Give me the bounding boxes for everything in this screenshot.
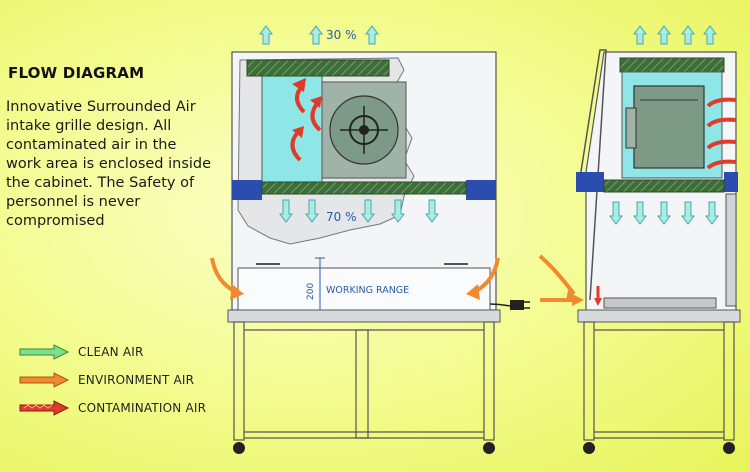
side-exhaust-arrows — [633, 25, 717, 45]
side-frame-back — [724, 172, 738, 192]
side-downflow-filter — [603, 179, 725, 193]
clean-air-arrow-icon — [19, 344, 70, 360]
legend-label-clean-air: CLEAN AIR — [78, 345, 144, 359]
side-frame-front — [576, 172, 604, 192]
front-blower — [321, 81, 407, 179]
side-view — [538, 25, 741, 454]
working-height-label: 200 — [306, 283, 316, 300]
side-caster-wheels — [583, 442, 735, 454]
side-front-grille — [603, 297, 717, 309]
contamination-air-arrow-icon — [19, 400, 70, 416]
exhaust-percent-label: 30 % — [326, 28, 357, 42]
side-work-surface — [577, 309, 741, 323]
environment-air-arrow-icon — [19, 372, 70, 388]
front-downflow-filter — [261, 181, 467, 195]
working-range-label: WORKING RANGE — [326, 285, 409, 296]
front-exhaust-arrows — [259, 25, 379, 45]
side-blower — [625, 85, 705, 169]
legend-label-environment-air: ENVIRONMENT AIR — [78, 373, 195, 387]
diagram-title: FLOW DIAGRAM — [8, 64, 145, 82]
legend-item-contamination-air: CONTAMINATION AIR — [18, 394, 206, 422]
front-view: 30 % — [210, 25, 530, 454]
front-stand — [233, 321, 495, 441]
front-frame-right — [466, 180, 496, 200]
front-work-surface — [227, 309, 501, 323]
side-contamination-arrows — [706, 97, 737, 170]
side-exhaust-filter — [619, 57, 725, 73]
legend-label-contamination-air: CONTAMINATION AIR — [78, 401, 207, 415]
front-caster-wheels — [233, 442, 495, 454]
downflow-percent-label: 70 % — [326, 210, 357, 224]
side-stand — [583, 321, 735, 441]
legend-item-environment-air: ENVIRONMENT AIR — [18, 366, 206, 394]
power-plug-icon — [489, 300, 530, 310]
legend-item-clean-air: CLEAN AIR — [18, 338, 206, 366]
legend: CLEAN AIR ENVIRONMENT AIR CONTAMINATION … — [18, 338, 206, 422]
front-exhaust-filter — [246, 59, 390, 77]
diagram-description: Innovative Surrounded Air intake grille … — [6, 99, 212, 229]
front-work-opening — [237, 267, 491, 311]
front-frame-left — [232, 180, 262, 200]
